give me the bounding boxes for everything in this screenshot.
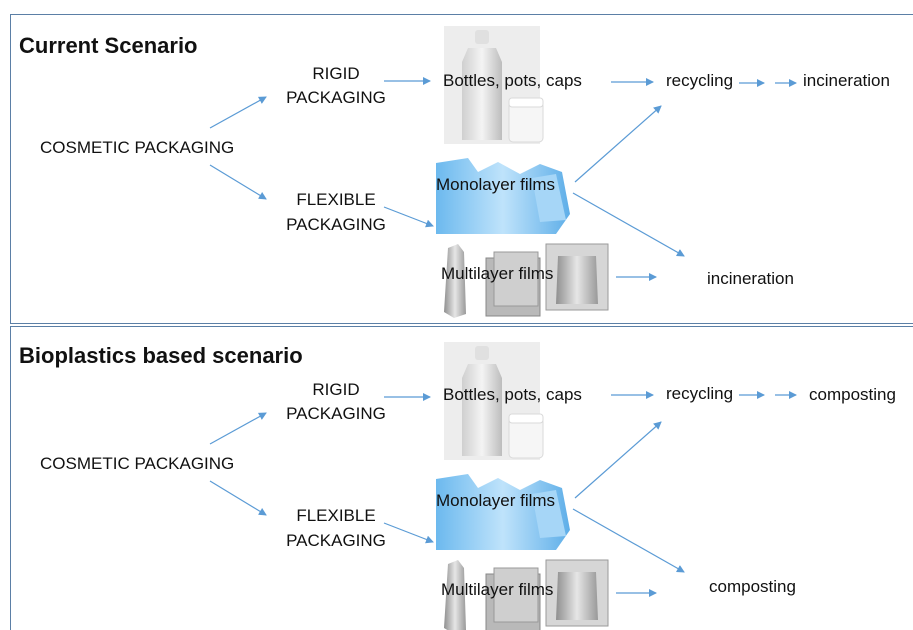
composting-bottom-label: composting xyxy=(709,577,796,596)
bottle-jar-image xyxy=(444,26,544,144)
rigid-label-line2: PACKAGING xyxy=(286,88,386,107)
flexible-label-line1: FLEXIBLE xyxy=(296,190,376,209)
rigid-label-line2-bio: PACKAGING xyxy=(286,404,386,423)
panel1-arrows xyxy=(209,77,797,281)
composting-top-label: composting xyxy=(809,385,896,404)
rigid-label-line1-bio: RIGID xyxy=(312,380,360,399)
current-scenario-panel xyxy=(10,14,913,324)
flexible-label-line1-bio: FLEXIBLE xyxy=(296,506,376,525)
bioplastics-scenario-panel xyxy=(10,326,913,630)
bioplastics-scenario-title: Bioplastics based scenario xyxy=(19,343,303,368)
bottles-pots-caps-label: Bottles, pots, caps xyxy=(443,71,582,90)
flexible-label-line2-bio: PACKAGING xyxy=(286,531,386,550)
pouch-image-bio xyxy=(436,474,570,550)
multilayer-films-image xyxy=(444,243,609,318)
multilayer-films-label-bio: Multilayer films xyxy=(441,580,554,599)
bottle-jar-image-bio xyxy=(444,342,544,460)
incineration-bottom-label: incineration xyxy=(707,269,794,288)
current-scenario-title: Current Scenario xyxy=(19,33,198,58)
multilayer-films-label: Multilayer films xyxy=(441,264,554,283)
pouch-image xyxy=(436,158,570,234)
monolayer-films-label-bio: Monolayer films xyxy=(436,491,556,510)
cosmetic-packaging-label-bio: COSMETIC PACKAGING xyxy=(40,454,235,473)
monolayer-films-label: Monolayer films xyxy=(436,175,556,194)
rigid-label-line1: RIGID xyxy=(312,64,360,83)
panel2-arrows xyxy=(209,391,797,597)
bottles-pots-caps-label-bio: Bottles, pots, caps xyxy=(443,385,582,404)
incineration-top-label: incineration xyxy=(803,71,890,90)
cosmetic-packaging-label: COSMETIC PACKAGING xyxy=(40,138,235,157)
recycling-label-bio: recycling xyxy=(666,384,734,403)
multilayer-films-image-bio xyxy=(444,559,609,630)
recycling-label: recycling xyxy=(666,71,734,90)
flexible-label-line2: PACKAGING xyxy=(286,215,386,234)
